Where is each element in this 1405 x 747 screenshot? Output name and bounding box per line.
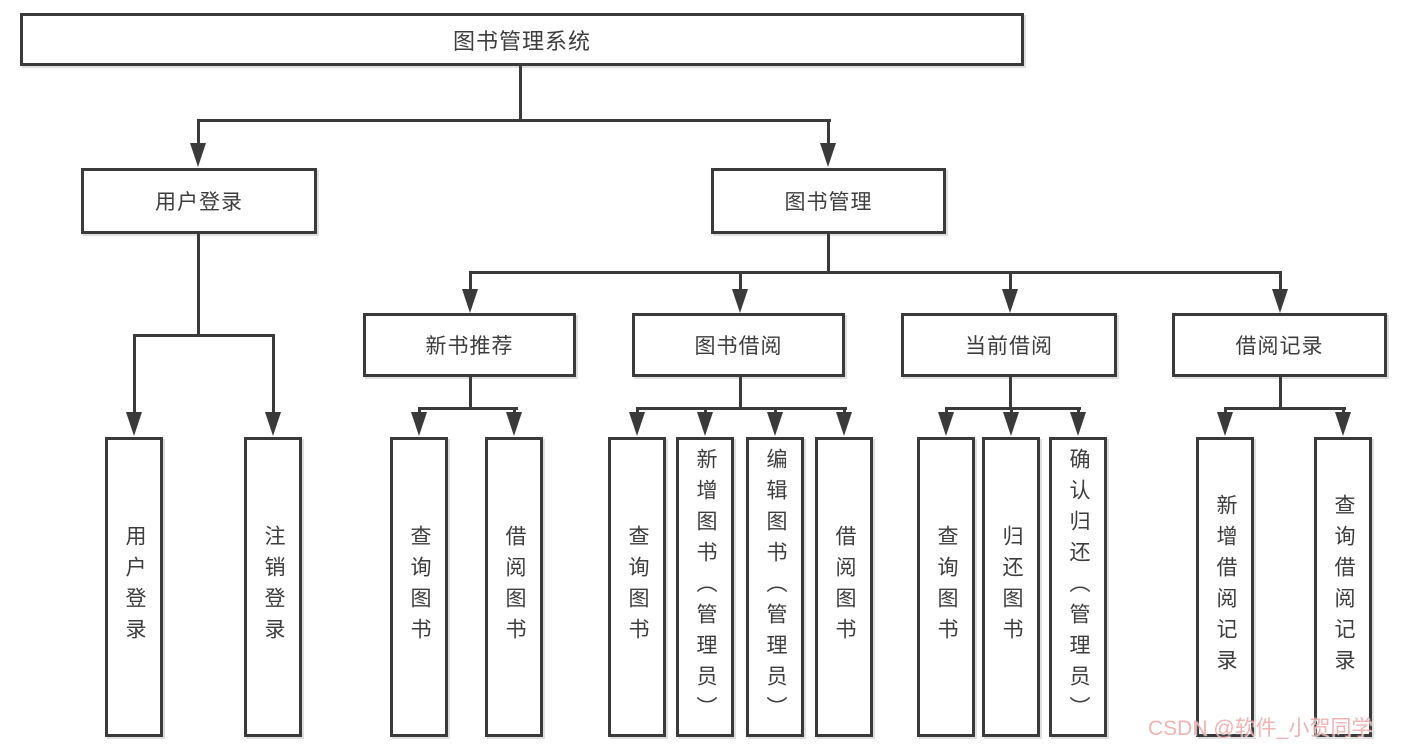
connector-line (1009, 377, 1012, 410)
node-label: 图书借阅 (694, 335, 783, 358)
node-label: 用户登录 (123, 525, 146, 649)
connector-line (469, 273, 472, 290)
connector-line (739, 377, 742, 410)
node-label: 查询借阅记录 (1332, 494, 1355, 680)
connector-line (519, 66, 522, 121)
node-new-book-recommend: 新书推荐 (363, 313, 576, 377)
leaf-query-book: 查询图书 (608, 437, 666, 737)
leaf-edit-book-admin: 编辑图书（管理员） (746, 437, 804, 737)
node-root-system: 图书管理系统 (20, 13, 1024, 66)
connector-line (1279, 377, 1282, 410)
leaf-logout: 注销登录 (244, 437, 302, 737)
arrow-down-icon (1002, 289, 1018, 313)
node-label: 借阅图书 (503, 525, 526, 649)
node-label: 当前借阅 (965, 335, 1053, 358)
node-label: 查询图书 (408, 525, 431, 649)
arrow-down-icon (1217, 412, 1233, 436)
connector-line (945, 407, 1081, 410)
arrow-down-icon (767, 412, 783, 436)
arrow-down-icon (836, 412, 852, 436)
leaf-query-current: 查询图书 (917, 437, 975, 737)
arrow-down-icon (820, 143, 836, 167)
node-current-borrow: 当前借阅 (901, 313, 1117, 377)
node-borrow-record: 借阅记录 (1172, 313, 1387, 377)
arrow-down-icon (411, 412, 427, 436)
arrow-down-icon (1003, 412, 1019, 436)
node-user-login: 用户登录 (81, 168, 317, 234)
connector-line (469, 271, 1282, 274)
leaf-return-book: 归还图书 (982, 437, 1040, 737)
connector-line (827, 234, 830, 274)
node-label: 借阅记录 (1235, 335, 1324, 358)
arrow-down-icon (629, 412, 645, 436)
leaf-user-login: 用户登录 (105, 437, 163, 737)
connector-line (133, 336, 136, 414)
node-label: 查询图书 (935, 525, 958, 649)
leaf-add-book-admin: 新增图书（管理员） (676, 437, 734, 737)
node-label: 图书管理系统 (452, 28, 591, 54)
node-book-management: 图书管理 (711, 168, 946, 234)
connector-line (636, 407, 847, 410)
connector-line (197, 119, 831, 122)
connector-line (133, 334, 275, 337)
leaf-add-borrow-record: 新增借阅记录 (1196, 437, 1254, 737)
node-label: 编辑图书（管理员） (764, 447, 787, 727)
node-label: 查询图书 (626, 525, 649, 649)
arrow-down-icon (126, 412, 142, 436)
node-label: 新书推荐 (425, 335, 514, 358)
connector-line (197, 234, 200, 337)
arrow-down-icon (1272, 289, 1288, 313)
node-label: 确认归还（管理员） (1067, 447, 1090, 727)
node-label: 归还图书 (1000, 525, 1023, 649)
leaf-confirm-return-admin: 确认归还（管理员） (1049, 437, 1107, 737)
leaf-query-book-recommend: 查询图书 (390, 437, 448, 737)
arrow-down-icon (697, 412, 713, 436)
arrow-down-icon (1335, 412, 1351, 436)
connector-line (1009, 273, 1012, 290)
connector-line (418, 407, 518, 410)
arrow-down-icon (265, 412, 281, 436)
node-label: 图书管理 (784, 191, 873, 214)
connector-line (272, 336, 275, 414)
connector-line (1224, 407, 1346, 410)
node-label: 新增图书（管理员） (694, 447, 717, 727)
node-label: 注销登录 (262, 525, 285, 649)
arrow-down-icon (732, 289, 748, 313)
connector-line (739, 273, 742, 290)
leaf-query-borrow-record: 查询借阅记录 (1314, 437, 1372, 737)
node-label: 新增借阅记录 (1214, 494, 1237, 680)
csdn-watermark: CSDN @软件_小贺同学 (1148, 717, 1373, 740)
node-book-borrow: 图书借阅 (632, 313, 845, 377)
node-label: 用户登录 (155, 191, 243, 214)
arrow-down-icon (506, 412, 522, 436)
connector-line (827, 121, 830, 147)
arrow-down-icon (938, 412, 954, 436)
arrow-down-icon (462, 289, 478, 313)
leaf-borrow-book-recommend: 借阅图书 (485, 437, 543, 737)
connector-line (197, 121, 200, 147)
leaf-borrow-book: 借阅图书 (815, 437, 873, 737)
arrow-down-icon (190, 143, 206, 167)
arrow-down-icon (1070, 412, 1086, 436)
connector-line (1279, 273, 1282, 290)
connector-line (469, 377, 472, 410)
node-label: 借阅图书 (833, 525, 856, 649)
